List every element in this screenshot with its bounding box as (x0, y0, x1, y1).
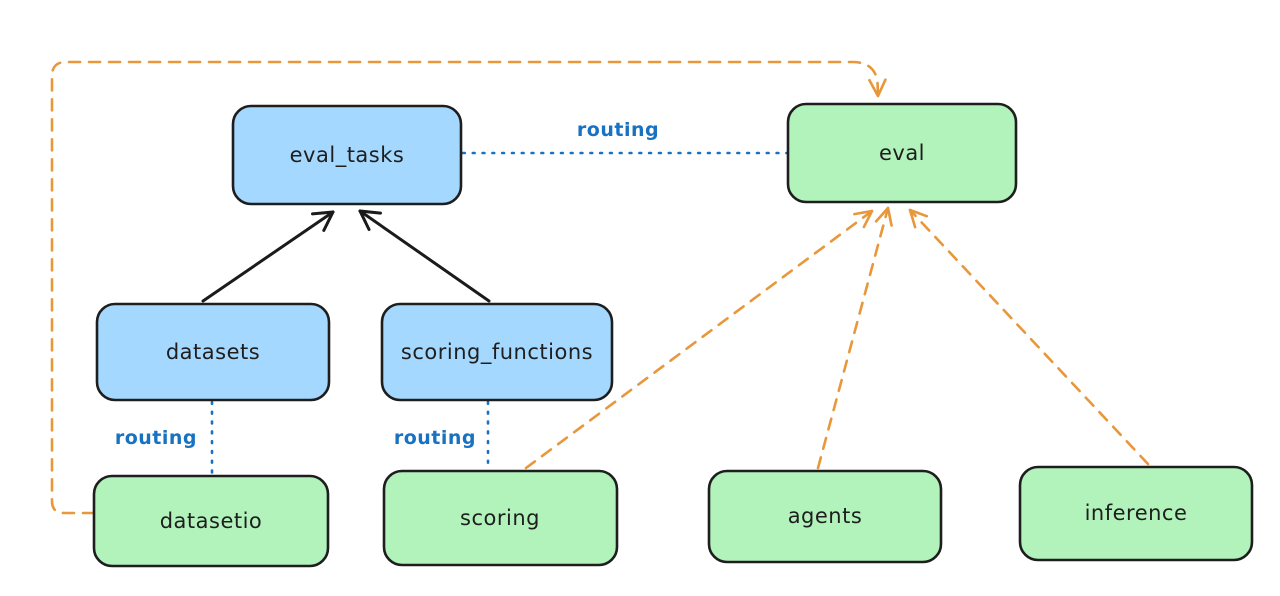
node-datasets-label: datasets (166, 340, 260, 364)
routing-label-top: routing (577, 119, 659, 141)
edge-datasetio-to-eval (50, 60, 887, 515)
edge-agents-to-eval (816, 206, 893, 470)
node-eval: eval (786, 102, 1018, 204)
node-inference: inference (1018, 465, 1254, 562)
edge-scoring-functions-to-eval-tasks (358, 209, 491, 303)
node-scoring-box (382, 469, 619, 567)
edge-datasets-to-eval-tasks (201, 210, 335, 303)
node-inference-label: inference (1085, 501, 1188, 525)
node-eval-tasks-box (231, 104, 463, 206)
edge-scoring-to-eval (524, 209, 874, 470)
node-eval-tasks-label: eval_tasks (290, 143, 405, 168)
edge-inference-to-eval (908, 208, 1150, 466)
node-agents-box (707, 469, 943, 564)
node-datasets: datasets (95, 302, 331, 402)
node-scoring-functions: scoring_functions (380, 302, 614, 402)
node-agents-label: agents (788, 504, 863, 528)
routing-label-datasets: routing (115, 427, 197, 449)
node-datasetio: datasetio (92, 474, 330, 568)
node-inference-box (1018, 465, 1254, 562)
node-eval-label: eval (879, 141, 925, 165)
node-scoring-functions-label: scoring_functions (401, 340, 593, 365)
node-datasetio-box (92, 474, 330, 568)
node-scoring-label: scoring (460, 506, 540, 530)
node-scoring: scoring (382, 469, 619, 567)
node-datasets-box (95, 302, 331, 402)
node-datasetio-label: datasetio (160, 509, 263, 533)
routing-label-scoring: routing (394, 427, 476, 449)
node-eval-tasks: eval_tasks (231, 104, 463, 206)
node-agents: agents (707, 469, 943, 564)
node-eval-box (786, 102, 1018, 204)
node-scoring-functions-box (380, 302, 614, 402)
